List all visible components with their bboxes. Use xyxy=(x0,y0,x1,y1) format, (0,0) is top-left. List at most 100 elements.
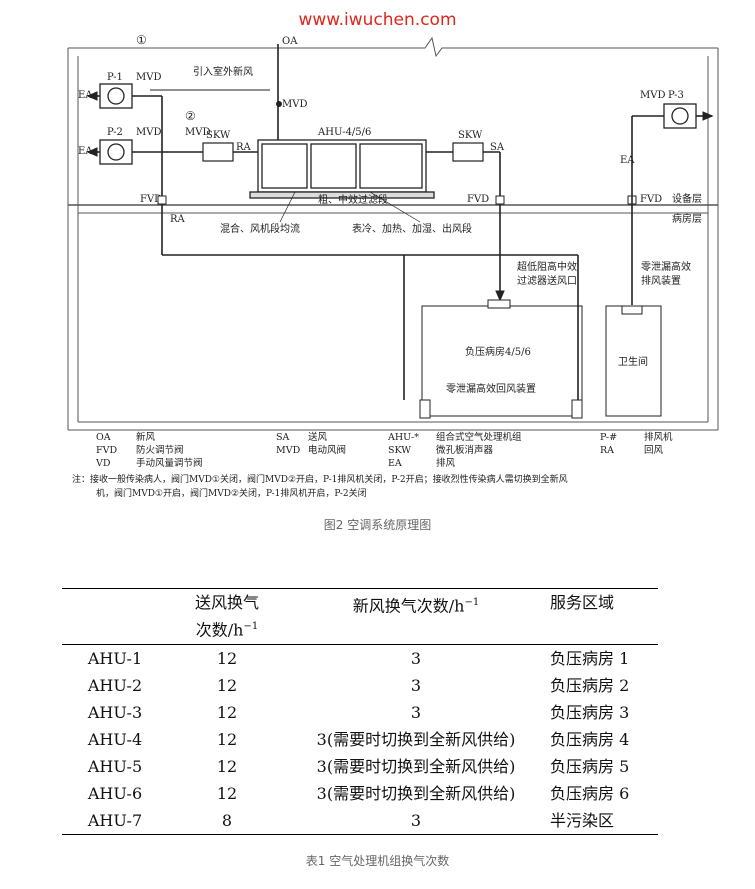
cell-unit: AHU-7 xyxy=(87,811,143,831)
cell-area: 半污染区 xyxy=(550,811,615,831)
hvac-schematic: OA 引入室外新风 MVD P-1 P-2 ① MVD MVD EA EA ② … xyxy=(67,33,719,499)
ea-label-3: EA xyxy=(620,155,635,166)
building-outline xyxy=(67,36,719,431)
legend-oa-text: 新风 xyxy=(136,431,156,443)
header-supply-line1: 送风换气 xyxy=(194,593,259,612)
valve-icon xyxy=(276,101,282,107)
table-caption: 表1 空气处理机组换气次数 xyxy=(305,854,450,868)
cell-area: 负压病房 1 xyxy=(550,649,630,669)
legend-ea-text: 排风 xyxy=(436,457,456,469)
legend-ra-code: RA xyxy=(600,445,614,456)
header-supply-sup: −1 xyxy=(243,621,259,632)
cell-supply: 12 xyxy=(216,784,238,804)
ea-label-2: EA xyxy=(78,146,93,157)
sa-label: SA xyxy=(490,142,505,153)
legend-p-code: P-# xyxy=(600,432,617,443)
cell-area: 负压病房 2 xyxy=(550,676,630,696)
fan-p3 xyxy=(663,103,697,129)
cell-supply: 12 xyxy=(216,730,238,750)
cell-supply: 12 xyxy=(216,649,238,669)
mvd-fresh-label: MVD xyxy=(282,99,307,110)
cell-unit: AHU-1 xyxy=(87,649,143,669)
mvd2-label: MVD xyxy=(136,127,161,138)
legend-ea-code: EA xyxy=(388,458,402,469)
skw-label-1: SKW xyxy=(206,130,231,141)
room-label: 负压病房4/5/6 xyxy=(465,345,531,358)
return-duct xyxy=(162,254,579,400)
header-area: 服务区域 xyxy=(550,593,615,612)
mark-1: ① xyxy=(136,33,147,47)
air-change-table: 送风换气 次数/h−1 新风换气次数/h−1 服务区域 AHU-1 12 3 负… xyxy=(62,588,658,835)
legend: OA 新风 FVD 防火调节阀 VD 手动风量调节阀 SA 送风 MVD 电动风… xyxy=(95,431,673,469)
fvd-label-2: FVD xyxy=(467,194,489,205)
fresh-air-duct xyxy=(150,44,279,140)
hepa-supply-label-1: 超低阻高中效 xyxy=(517,260,577,273)
exhaust-device-label-1: 零泄漏高效 xyxy=(641,260,691,273)
cell-unit: AHU-5 xyxy=(87,757,143,777)
skw-label-2: SKW xyxy=(458,130,483,141)
header-fresh: 新风换气次数/h−1 xyxy=(286,589,546,645)
header-supply: 送风换气 次数/h−1 xyxy=(168,589,286,645)
legend-ahu-code: AHU-* xyxy=(387,432,419,443)
coil-label: 表冷、加热、加湿、出风段 xyxy=(352,222,472,235)
cell-supply: 12 xyxy=(216,703,238,723)
legend-fvd-code: FVD xyxy=(96,445,117,456)
cell-area: 负压病房 5 xyxy=(550,757,630,777)
return-grille-icon xyxy=(419,399,431,419)
fvd-label-3: FVD xyxy=(640,194,662,205)
filter-label: 粗、中效过滤段 xyxy=(318,193,388,206)
cell-fresh: 3 xyxy=(410,703,422,723)
p2-label: P-2 xyxy=(107,127,123,138)
legend-mvd-code: MVD xyxy=(276,445,301,456)
cell-unit: AHU-2 xyxy=(87,676,143,696)
legend-vd-text: 手动风量调节阀 xyxy=(136,457,203,469)
fan-p1 xyxy=(99,83,133,109)
cell-fresh: 3(需要时切换到全新风供给) xyxy=(316,730,516,750)
ahu-unit xyxy=(249,139,435,199)
table-row: AHU-4 12 3(需要时切换到全新风供给) 负压病房 4 xyxy=(62,726,658,753)
cell-fresh: 3 xyxy=(410,676,422,696)
header-cell xyxy=(62,589,168,645)
mvd3-label: MVD xyxy=(640,90,665,101)
header-supply-line2: 次数/h−1 xyxy=(172,615,282,642)
legend-ahu-text: 组合式空气处理机组 xyxy=(436,431,522,443)
legend-mvd-text: 电动风阀 xyxy=(308,444,346,456)
equipment-floor-label: 设备层 xyxy=(672,192,702,205)
legend-sa-text: 送风 xyxy=(308,431,328,443)
fan-p2 xyxy=(99,139,133,165)
table-row: AHU-3 12 3 负压病房 3 xyxy=(62,699,658,726)
cell-area: 负压病房 6 xyxy=(550,784,630,804)
cell-fresh: 3 xyxy=(410,811,422,831)
silencer-supply xyxy=(452,142,484,162)
legend-ra-text: 回风 xyxy=(644,445,664,456)
cell-fresh: 3 xyxy=(410,649,422,669)
silencer-return xyxy=(202,142,234,162)
mvd-2-label: MVD xyxy=(185,127,210,138)
cell-supply: 12 xyxy=(216,676,238,696)
table-row: AHU-1 12 3 负压病房 1 xyxy=(62,645,658,673)
cell-unit: AHU-4 xyxy=(87,730,143,750)
cell-unit: AHU-3 xyxy=(87,703,143,723)
exhaust-device-label-2: 排风装置 xyxy=(641,274,681,287)
ahu-label: AHU-4/5/6 xyxy=(317,127,371,138)
legend-p-text: 排风机 xyxy=(644,431,673,443)
hepa-supply-label-2: 过滤器送风口 xyxy=(517,274,577,287)
return-device-label: 零泄漏高效回风装置 xyxy=(446,382,536,395)
cell-supply: 12 xyxy=(216,757,238,777)
legend-sa-code: SA xyxy=(276,432,290,443)
toilet-label: 卫生间 xyxy=(618,355,648,368)
fire-damper-icon xyxy=(495,195,505,205)
exhaust-grille-icon xyxy=(621,305,643,315)
mark-2: ② xyxy=(185,109,196,123)
legend-fvd-text: 防火调节阀 xyxy=(136,444,184,456)
figure-caption: 图2 空调系统原理图 xyxy=(323,518,432,532)
note-line-1: 注：接收一般传染病人，阀门MVD①关闭，阀门MVD②开启，P-1排风机关闭，P-… xyxy=(72,473,568,485)
fresh-air-label: 引入室外新风 xyxy=(193,65,253,78)
mvd1-label: MVD xyxy=(136,72,161,83)
return-grille-icon xyxy=(571,399,583,419)
mixing-label: 混合、风机段均流 xyxy=(220,222,300,235)
fvd-label-1: FVD xyxy=(140,194,162,205)
table-header-row: 送风换气 次数/h−1 新风换气次数/h−1 服务区域 xyxy=(62,588,658,645)
ra-label-top: RA xyxy=(236,142,252,153)
legend-oa-code: OA xyxy=(96,432,111,443)
